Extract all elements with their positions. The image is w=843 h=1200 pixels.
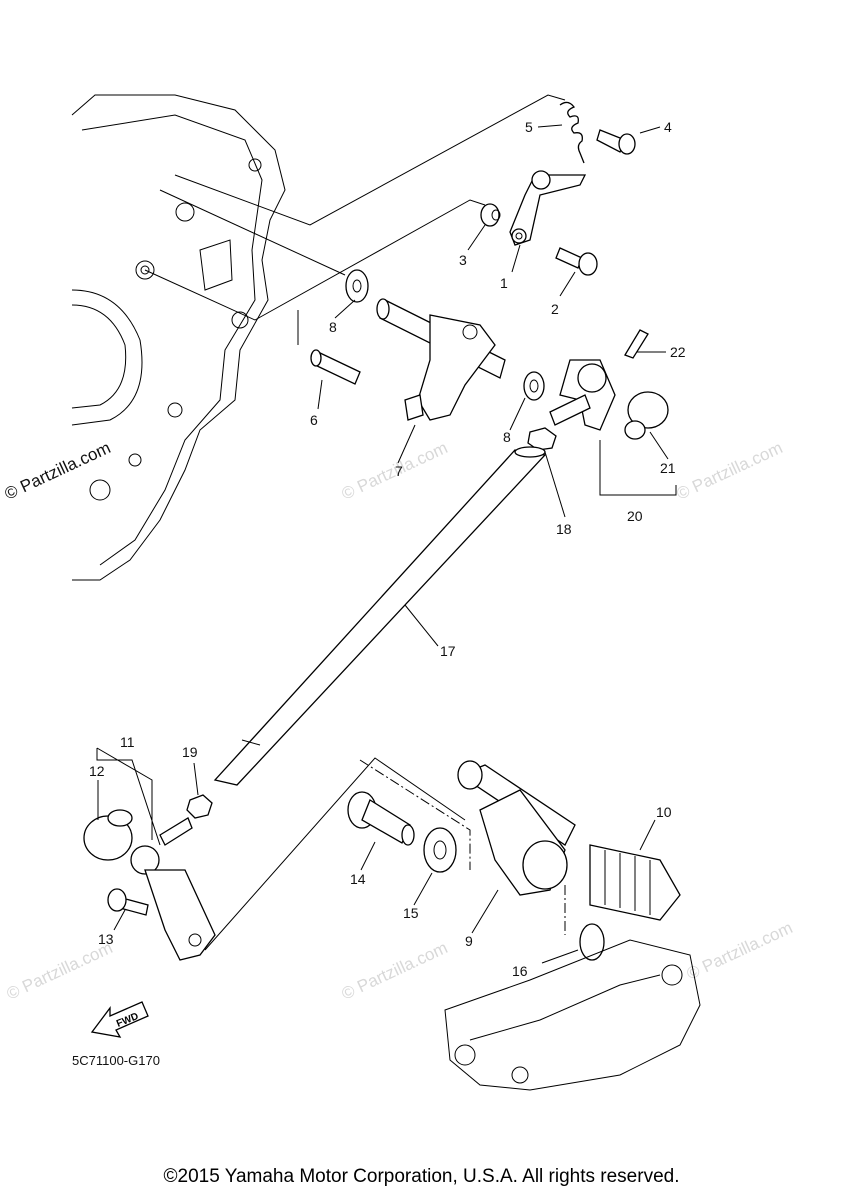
callout-18: 18: [556, 521, 572, 537]
callout-8: 8: [329, 319, 337, 335]
part-grip-10: [589, 844, 681, 921]
callout-1: 1: [500, 275, 508, 291]
callout-12: 12: [89, 763, 105, 779]
part-shift-rod-17: [213, 446, 547, 786]
part-bolt-2: [555, 247, 598, 276]
callout-21: 21: [660, 460, 676, 476]
callout-11: 11: [120, 734, 135, 750]
part-bolt-13: [107, 888, 149, 916]
part-collar-3: [480, 203, 501, 227]
watermark-main: © Partzilla.com: [2, 438, 114, 504]
callout-16: 16: [512, 963, 528, 979]
part-stud-6: [310, 349, 361, 385]
fwd-arrow-icon: FWD: [90, 1001, 149, 1038]
part-rod-end-11: [130, 817, 193, 875]
footrest-bracket: [444, 939, 701, 1091]
callout-7: 7: [395, 463, 403, 479]
callout-5: 5: [525, 119, 533, 135]
part-shift-arm: [144, 869, 216, 961]
watermark: © Partzilla.com: [684, 918, 796, 984]
leader-lines: [96, 124, 669, 964]
part-joint-12: [83, 809, 133, 861]
part-washer-8b: [523, 371, 545, 401]
callout-4: 4: [664, 119, 672, 135]
watermark: © Partzilla.com: [4, 938, 116, 1004]
copyright-notice: ©2015 Yamaha Motor Corporation, U.S.A. A…: [163, 1166, 680, 1187]
part-joint-20: [549, 329, 677, 496]
part-pivot-bolt-14: [347, 791, 415, 846]
diagram-code: 5C71100-G170: [72, 1053, 160, 1068]
callout-3: 3: [459, 252, 467, 268]
part-washer-15: [423, 827, 457, 873]
callout-10: 10: [656, 804, 672, 820]
callout-17: 17: [440, 643, 456, 659]
part-lever-1: [509, 170, 587, 246]
callout-2: 2: [551, 301, 559, 317]
part-shift-shaft-7: [376, 298, 506, 421]
part-washer-8a: [345, 269, 369, 303]
callout-22: 22: [670, 344, 686, 360]
part-washer-16: [579, 923, 605, 961]
part-pin-4: [596, 129, 636, 155]
watermark: © Partzilla.com: [339, 938, 451, 1004]
part-nut-18: [527, 427, 557, 451]
callout-15: 15: [403, 905, 419, 921]
axis-line: [359, 759, 471, 870]
callout-6: 6: [310, 412, 318, 428]
callout-8: 8: [503, 429, 511, 445]
callout-19: 19: [182, 744, 198, 760]
callout-14: 14: [350, 871, 366, 887]
callout-9: 9: [465, 933, 473, 949]
callout-20: 20: [627, 508, 643, 524]
watermark: © Partzilla.com: [674, 438, 786, 504]
part-shift-pedal-9: [457, 760, 576, 896]
guide-line: [204, 757, 466, 951]
crankcase-outline: [71, 94, 286, 581]
guide-lines: [144, 94, 566, 345]
callout-13: 13: [98, 931, 114, 947]
part-spring-5: [559, 101, 585, 164]
part-nut-19: [186, 794, 213, 819]
